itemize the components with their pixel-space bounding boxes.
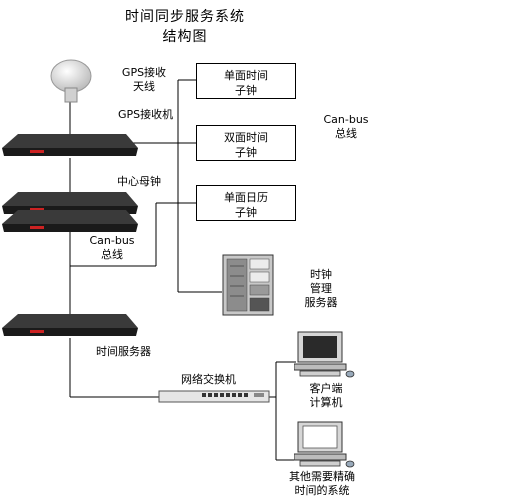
gps-antenna-label-line2: 天线 xyxy=(133,80,155,93)
other-systems-label-line2: 时间的系统 xyxy=(294,484,350,497)
time-server-device-icon xyxy=(2,314,138,336)
slave-clock-single-time-line2: 子钟 xyxy=(235,84,257,97)
canbus-right-label: Can-bus 总线 xyxy=(318,113,374,141)
diagram-title-line1: 时间同步服务系统 xyxy=(125,9,245,25)
canbus-right-label-line1: Can-bus xyxy=(323,113,369,126)
slave-clock-single-calendar-line2: 子钟 xyxy=(235,206,257,219)
slave-clock-single-time-line1: 单面时间 xyxy=(224,69,268,82)
slave-clock-single-time: 单面时间 子钟 xyxy=(196,63,296,99)
canbus-left-label-line1: Can-bus xyxy=(89,234,135,247)
gps-antenna-label-line1: GPS接收 xyxy=(121,66,167,79)
client-computer-label-line1: 客户端 xyxy=(309,382,343,395)
slave-clock-single-calendar-line1: 单面日历 xyxy=(224,191,268,204)
time-server-label: 时间服务器 xyxy=(96,345,151,358)
management-server-label-line1: 时钟 xyxy=(310,268,332,281)
diagram-title-line2: 结构图 xyxy=(162,29,208,45)
network-switch-label: 网络交换机 xyxy=(181,373,236,386)
diagram-title: 时间同步服务系统 结构图 xyxy=(85,6,285,46)
canbus-left-label: Can-bus 总线 xyxy=(84,234,140,262)
slave-clock-double-time: 双面时间 子钟 xyxy=(196,125,296,161)
management-server-label-line2: 管理 xyxy=(310,282,332,295)
management-server-label-line3: 服务器 xyxy=(304,296,338,309)
client-computer-label: 客户端 计算机 xyxy=(296,382,356,410)
network-switch-icon xyxy=(158,390,270,403)
management-server-icon xyxy=(222,254,274,316)
other-systems-label-line1: 其他需要精确 xyxy=(289,470,355,483)
other-systems-label: 其他需要精确 时间的系统 xyxy=(280,470,364,498)
other-system-computer-icon xyxy=(294,421,355,468)
gps-receiver-label: GPS接收机 xyxy=(118,108,174,121)
slave-clock-single-calendar: 单面日历 子钟 xyxy=(196,185,296,221)
management-server-label: 时钟 管理 服务器 xyxy=(296,268,346,310)
master-clock-backup-device-icon xyxy=(2,210,138,232)
master-clock-label: 中心母钟 xyxy=(117,175,161,188)
slave-clock-double-time-line2: 子钟 xyxy=(235,146,257,159)
gps-receiver-device-icon xyxy=(2,134,138,156)
gps-antenna-label: GPS接收 天线 xyxy=(116,66,172,94)
client-computer-label-line2: 计算机 xyxy=(309,396,343,409)
canbus-left-label-line2: 总线 xyxy=(101,248,123,261)
slave-clock-double-time-line1: 双面时间 xyxy=(224,131,268,144)
gps-antenna-icon xyxy=(50,59,92,103)
client-computer-icon xyxy=(294,331,355,378)
canbus-right-label-line2: 总线 xyxy=(335,127,357,140)
